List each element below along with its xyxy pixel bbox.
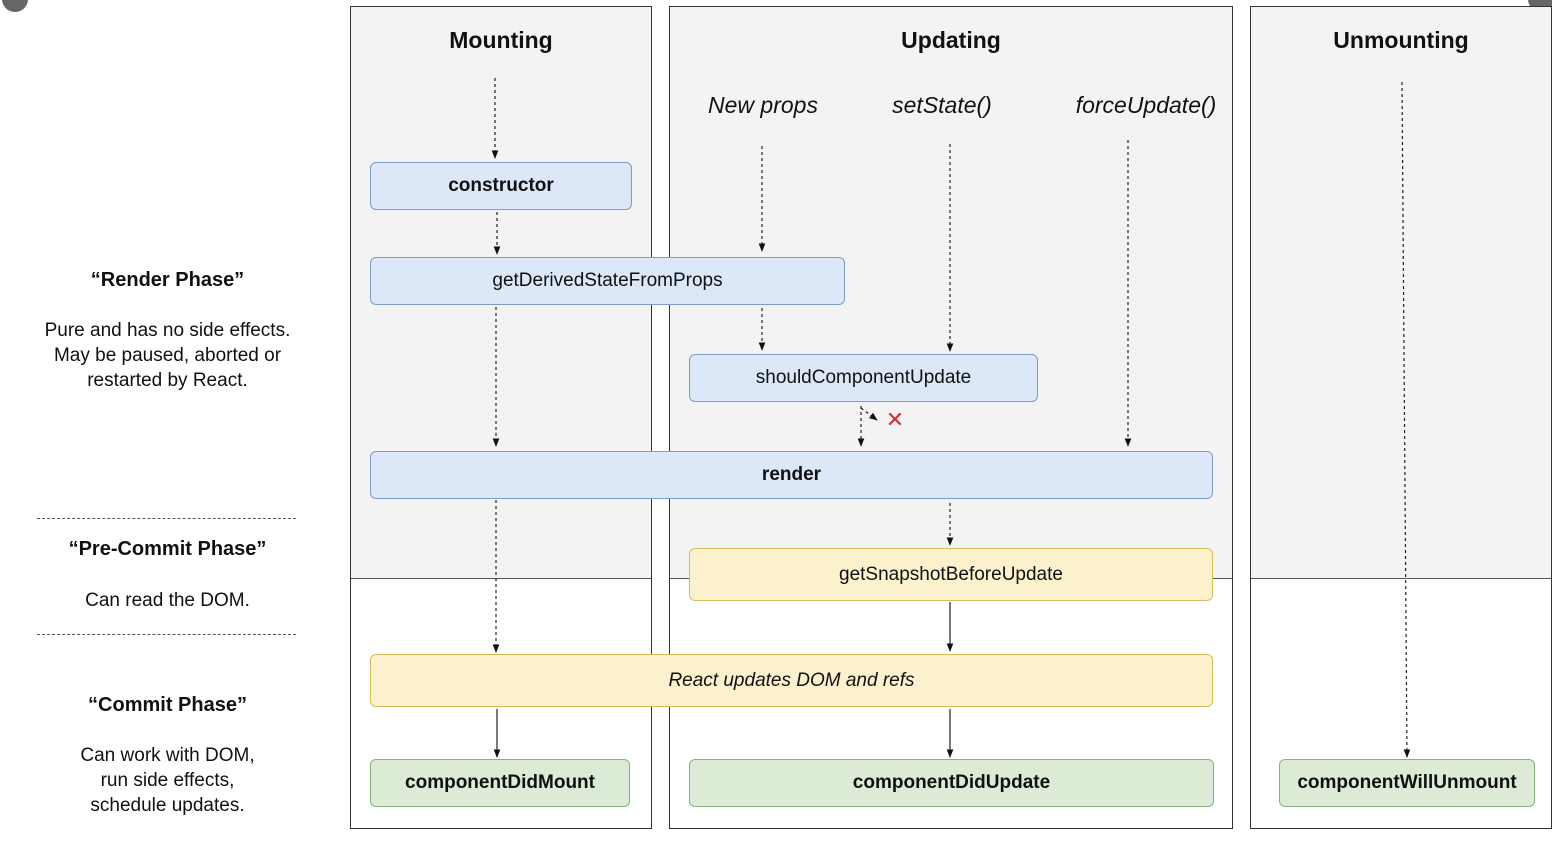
phase-divider-top [37, 518, 296, 519]
render-box: render [370, 451, 1213, 499]
corner-dot-left [2, 0, 28, 12]
constructor-box: constructor [370, 162, 632, 210]
component-will-unmount-box: componentWillUnmount [1279, 759, 1535, 807]
commit-phase-description: Can work with DOM, run side effects, sch… [80, 745, 255, 816]
updating-title: Updating [901, 27, 1001, 53]
should-component-update-box: shouldComponentUpdate [689, 354, 1038, 402]
trigger-new-props: New props [708, 92, 818, 118]
phase-divider-bottom [37, 634, 296, 635]
trigger-force-update: forceUpdate() [1075, 92, 1217, 118]
get-derived-state-from-props-box: getDerivedStateFromProps [370, 257, 845, 305]
commit-phase-title: “Commit Phase” [88, 694, 247, 716]
pre-commit-phase-title: “Pre-Commit Phase” [68, 538, 267, 560]
component-did-update-box: componentDidUpdate [689, 759, 1214, 807]
cross-mark-icon: ✕ [885, 407, 905, 432]
react-updates-dom-box: React updates DOM and refs [370, 654, 1213, 707]
unmounting-render-region [1251, 7, 1551, 579]
pre-commit-phase-description: Can read the DOM. [85, 590, 250, 611]
trigger-set-state: setState() [892, 92, 992, 118]
render-phase-description: Pure and has no side effects. May be pau… [44, 320, 291, 391]
render-phase-title: “Render Phase” [90, 269, 245, 291]
unmounting-title: Unmounting [1333, 27, 1469, 53]
get-snapshot-before-update-box: getSnapshotBeforeUpdate [689, 548, 1213, 601]
component-did-mount-box: componentDidMount [370, 759, 630, 807]
unmounting-column: Unmounting [1250, 6, 1552, 829]
mounting-title: Mounting [449, 27, 553, 53]
